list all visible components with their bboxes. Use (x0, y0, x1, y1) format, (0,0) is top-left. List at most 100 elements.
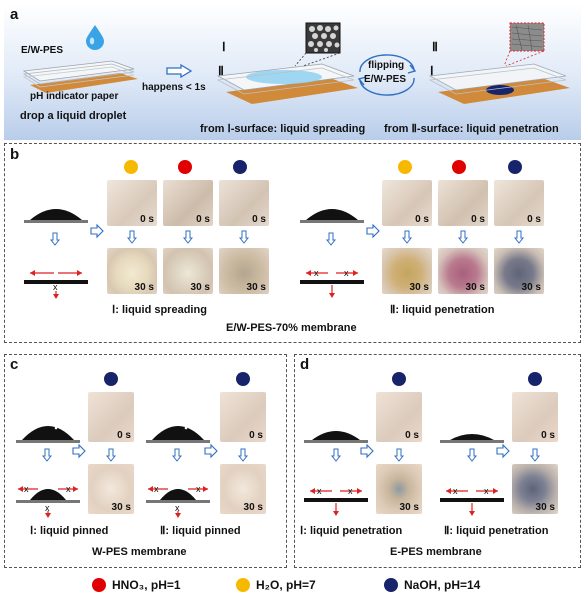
flipping-line2: E/W-PES (364, 74, 407, 85)
photo-c-I-0s: 0 s (88, 392, 134, 442)
svg-text:x: x (344, 268, 349, 278)
hollow-arrow-right-icon (90, 223, 104, 239)
photo-b-spread-naoh-0s: 0 s (219, 180, 269, 226)
indicator-dot-h2o (124, 160, 138, 174)
membrane-spreading-illustration (216, 63, 358, 104)
contact-angle-droplet-c-right (146, 426, 210, 443)
down-arrow-icon (126, 230, 138, 244)
photo-b-pen-naoh-0s: 0 s (494, 180, 544, 226)
pinned-droplet-c-left: x x x (16, 484, 80, 518)
flip-cycle-icon (357, 54, 417, 96)
hollow-arrow-right-icon (360, 443, 374, 459)
photo-d-I-30s: 30 s (376, 464, 422, 514)
contact-angle-droplet-right (300, 209, 364, 223)
panel-b-caption-II: Ⅱ: liquid penetration (390, 304, 495, 316)
indicator-dot-naoh (508, 160, 522, 174)
sem-inset-porous (294, 22, 341, 67)
svg-text:x: x (154, 484, 159, 494)
down-arrow-icon (457, 230, 469, 244)
down-arrow-icon (238, 230, 250, 244)
panel-d-membrane-title: E-PES membrane (390, 546, 482, 558)
panel-c-caption-I: Ⅰ: liquid pinned (30, 525, 109, 537)
indicator-dot-hno3 (452, 160, 466, 174)
photo-b-spread-h2o-0s: 0 s (107, 180, 157, 226)
indicator-dot-naoh (236, 372, 250, 386)
photo-b-pen-hno3-30s: 30 s (438, 248, 488, 294)
penetration-film-d-left: x x (304, 486, 368, 516)
contact-angle-droplet-d-left (304, 431, 368, 443)
membrane-penetration-illustration (428, 63, 570, 104)
panel-b-frame (4, 143, 581, 343)
flipping-line1: flipping (368, 60, 405, 71)
indicator-dot-naoh (233, 160, 247, 174)
indicator-dot-naoh (528, 372, 542, 386)
svg-text:x: x (53, 282, 58, 292)
panel-c-frame (4, 354, 287, 568)
paper-label: pH indicator paper (30, 91, 119, 102)
svg-text:x: x (348, 486, 353, 496)
drop-label: drop a liquid droplet (20, 110, 127, 122)
surface-I-label: Ⅰ (222, 40, 226, 54)
panel-b-membrane-title: E/W-PES-70% membrane (226, 322, 357, 334)
photo-c-I-30s: 30 s (88, 464, 134, 514)
down-arrow-icon (171, 448, 183, 462)
contact-angle-droplet-left (24, 209, 88, 223)
down-arrow-icon (105, 448, 117, 462)
svg-text:x: x (196, 484, 201, 494)
penetration-film-d-right: x x (440, 486, 504, 516)
svg-text:x: x (453, 486, 458, 496)
happens-label: happens < 1s (142, 82, 206, 93)
down-arrow-icon (529, 448, 541, 462)
panel-d-caption-I: Ⅰ: liquid penetration (300, 525, 403, 537)
pinned-droplet-c-right: x x x (146, 484, 210, 518)
legend-dot-naoh (384, 578, 398, 592)
down-arrow-icon (325, 232, 337, 246)
contact-angle-droplet-d-right (440, 434, 504, 443)
sem-inset-fibrous (503, 22, 545, 67)
legend-label-naoh: NaOH, pH=14 (404, 578, 481, 592)
spreading-caption: from Ⅰ-surface: liquid spreading (200, 123, 366, 135)
hollow-arrow-right-icon (366, 223, 380, 239)
down-arrow-icon (182, 230, 194, 244)
contact-angle-droplet-c-left (16, 426, 80, 443)
photo-b-spread-h2o-30s: 30 s (107, 248, 157, 294)
svg-text:x: x (24, 484, 29, 494)
photo-b-pen-hno3-0s: 0 s (438, 180, 488, 226)
surface-II-label: Ⅱ (218, 64, 224, 78)
panel-c-letter: c (10, 356, 19, 373)
hollow-arrow-right-icon (496, 443, 510, 459)
surface-I-bottom-label: Ⅰ (430, 64, 434, 78)
photo-b-spread-hno3-0s: 0 s (163, 180, 213, 226)
panel-d-caption-II: Ⅱ: liquid penetration (444, 525, 549, 537)
svg-text:x: x (45, 503, 50, 513)
legend-dot-h2o (236, 578, 250, 592)
indicator-dot-naoh (392, 372, 406, 386)
down-arrow-icon (401, 230, 413, 244)
down-arrow-icon (49, 232, 61, 246)
panel-a-letter: a (10, 6, 19, 23)
panel-b-letter: b (10, 146, 20, 163)
photo-c-II-0s: 0 s (220, 392, 266, 442)
svg-text:x: x (314, 268, 319, 278)
panel-b-caption-I: Ⅰ: liquid spreading (112, 304, 207, 316)
legend-label-hno3: HNO₃, pH=1 (112, 578, 181, 592)
panel-c-membrane-title: W-PES membrane (92, 546, 187, 558)
indicator-dot-naoh (104, 372, 118, 386)
down-arrow-icon (41, 448, 53, 462)
ewpes-label: E/W-PES (21, 45, 64, 56)
photo-b-spread-naoh-30s: 30 s (219, 248, 269, 294)
down-arrow-icon (393, 448, 405, 462)
photo-b-spread-hno3-30s: 30 s (163, 248, 213, 294)
panel-d-frame (294, 354, 581, 568)
indicator-dot-h2o (398, 160, 412, 174)
hollow-arrow-right-icon (166, 63, 193, 79)
penetration-film-right: x x (300, 268, 364, 298)
photo-b-pen-h2o-30s: 30 s (382, 248, 432, 294)
photo-b-pen-naoh-30s: 30 s (494, 248, 544, 294)
photo-d-II-30s: 30 s (512, 464, 558, 514)
membrane-on-indicator-paper (22, 60, 138, 93)
down-arrow-icon (513, 230, 525, 244)
photo-d-I-0s: 0 s (376, 392, 422, 442)
photo-d-II-0s: 0 s (512, 392, 558, 442)
water-droplet-icon (86, 25, 104, 50)
